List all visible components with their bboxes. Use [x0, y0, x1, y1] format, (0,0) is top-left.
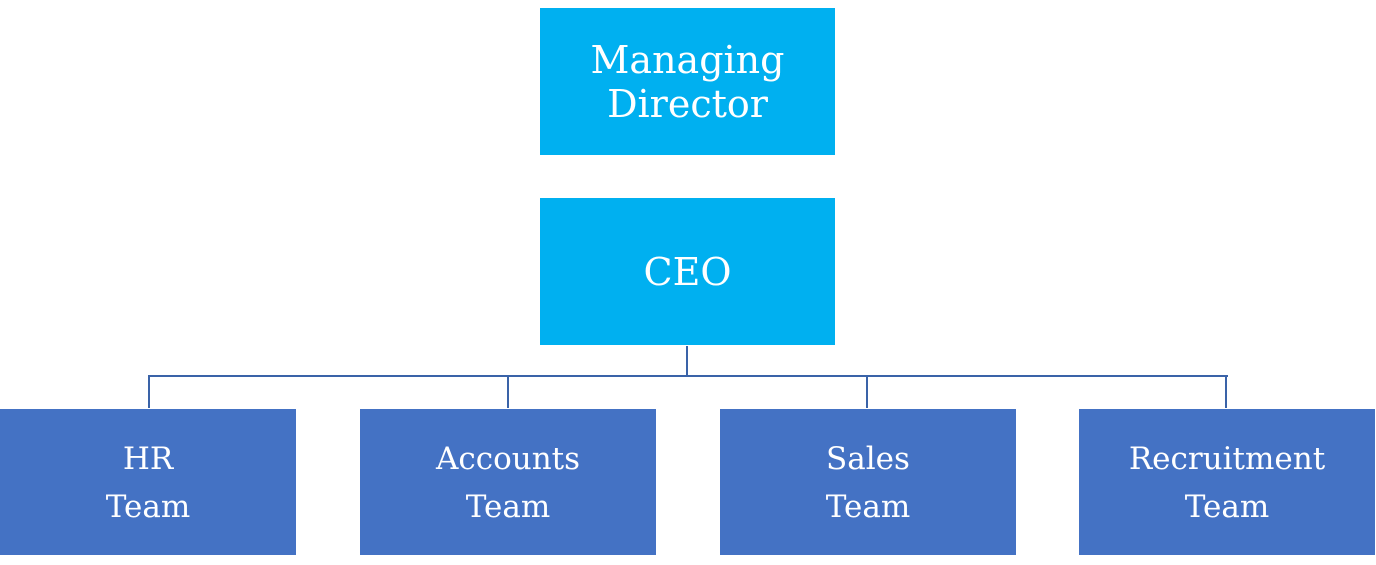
accounts-team-label-line1: Accounts	[435, 441, 581, 477]
managing-director-label-line2: Director	[607, 81, 768, 126]
accounts-team-box: Accounts Team	[360, 409, 656, 555]
connector-horizontal-bus	[148, 375, 1228, 377]
sales-team-label-line2: Team	[825, 489, 911, 525]
connector-to-recruitment	[1225, 375, 1227, 408]
hr-team-label-line1: HR	[122, 441, 174, 477]
ceo-box: CEO	[540, 198, 835, 345]
accounts-team-label-line2: Team	[465, 489, 551, 525]
connector-to-sales	[866, 375, 868, 408]
managing-director-box: Managing Director	[540, 8, 835, 155]
hr-team-box: HR Team	[0, 409, 296, 555]
connector-ceo-down	[686, 346, 688, 377]
managing-director-label-line1: Managing	[590, 37, 785, 82]
connector-to-hr	[148, 375, 150, 408]
recruitment-team-label-line2: Team	[1184, 489, 1270, 525]
connector-to-accounts	[507, 375, 509, 408]
recruitment-team-box: Recruitment Team	[1079, 409, 1375, 555]
ceo-label: CEO	[643, 249, 732, 294]
sales-team-label-line1: Sales	[826, 441, 910, 477]
sales-team-box: Sales Team	[720, 409, 1016, 555]
recruitment-team-label-line1: Recruitment	[1128, 441, 1326, 477]
hr-team-label-line2: Team	[105, 489, 191, 525]
